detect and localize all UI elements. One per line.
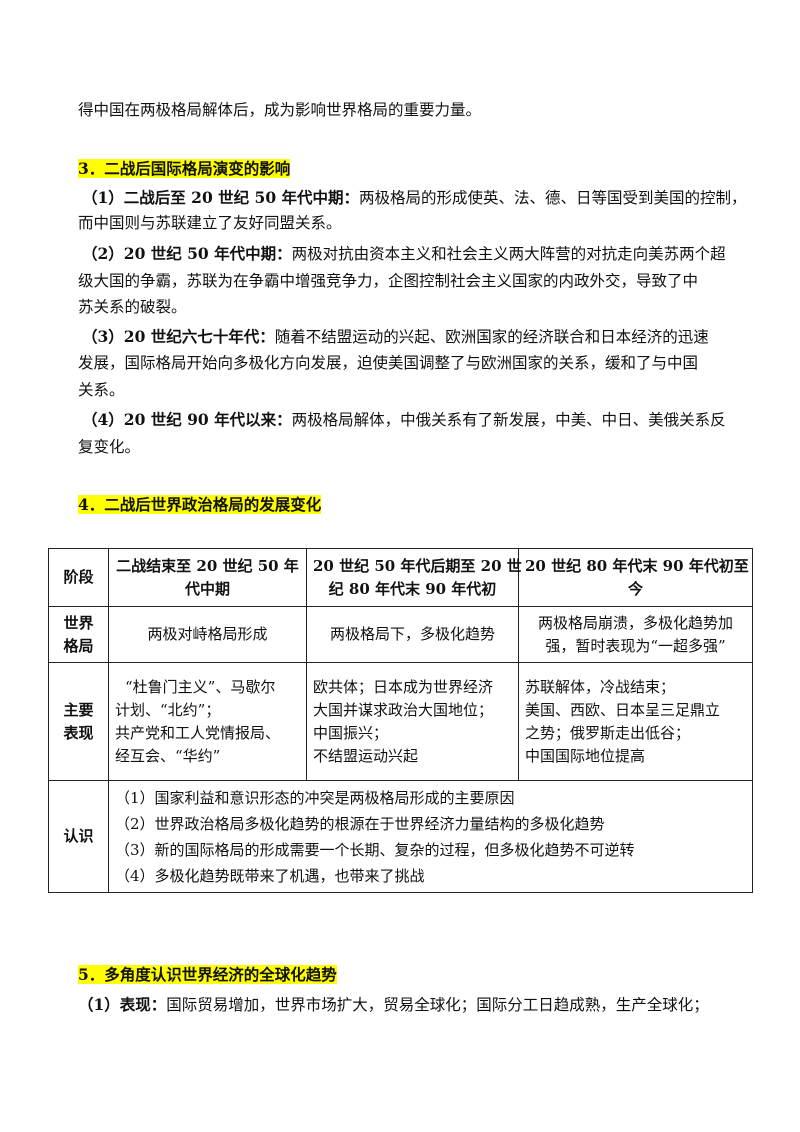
- cell-line: 强，暂时表现为“一超多强”: [545, 636, 726, 655]
- performance-period-2: 欧共体；日本成为世界经济 大国并谋求政治大国地位； 中国振兴； 不结盟运动兴起: [306, 662, 519, 781]
- cell-line: 计划、“北约”；: [115, 700, 221, 719]
- row-label-performance: 主要 表现: [48, 662, 109, 781]
- item-text: 两极对抗由资本主义和社会主义两大阵营的对抗走向美苏两个超: [291, 245, 726, 263]
- row-label-line: 世界: [63, 613, 94, 632]
- cell-line: 中国振兴；: [313, 723, 389, 742]
- header-line: 今: [627, 579, 643, 598]
- section-3-item-2-cont: 级大国的争霸，苏联为在争霸中增强竞争力，企图控制社会主义国家的内政外交，导致了中: [78, 272, 699, 290]
- cell-line: 共产党和工人党情报局、: [115, 723, 281, 742]
- political-pattern-table: 阶段 二战结束至 20 世纪 50 年 代中期 20 世纪 50 年代后期至 2…: [48, 548, 753, 893]
- item-text: 国际贸易增加，世界市场扩大，贸易全球化；国际分工日趋成熟，生产全球化；: [166, 996, 709, 1014]
- understanding-line: （3）新的国际格局的形成需要一个长期、复杂的过程，但多极化趋势不可逆转: [115, 840, 635, 859]
- cell-line: 之势；俄罗斯走出低谷；: [525, 723, 691, 742]
- section-4-heading: 4．二战后世界政治格局的发展变化: [78, 495, 322, 515]
- item-text: 两极格局解体，中俄关系有了新发展，中美、中日、美俄关系反: [291, 411, 726, 429]
- row-label-line: 格局: [63, 636, 94, 655]
- header-line: 代中期: [184, 579, 230, 598]
- header-stage: 阶段: [48, 548, 109, 607]
- pattern-period-3: 两极格局崩溃，多极化趋势加 强，暂时表现为“一超多强”: [518, 606, 753, 663]
- table-row-pattern: 世界 格局 两极对峙格局形成 两极格局下，多极化趋势 两极格局崩溃，多极化趋势加…: [48, 606, 753, 663]
- row-label-line: 主要: [63, 700, 94, 719]
- section-3-item-2: （2）20 世纪 50 年代中期：两极对抗由资本主义和社会主义两大阵营的对抗走向…: [82, 244, 726, 264]
- cell-line: 苏联解体，冷战结束；: [525, 677, 676, 696]
- cell-line: “杜鲁门主义”、马歇尔: [125, 677, 276, 696]
- understanding-line: （2）世界政治格局多极化趋势的根源在于世界经济力量结构的多极化趋势: [115, 814, 605, 833]
- item-text: 随着不结盟运动的兴起、欧洲国家的经济联合和日本经济的迅速: [274, 328, 709, 346]
- item-text: 两极格局的形成使英、法、德、日等国受到美国的控制，: [359, 189, 747, 207]
- section-3-heading-text: 3．二战后国际格局演变的影响: [78, 159, 291, 178]
- section-3-item-4-cont: 复变化。: [78, 438, 141, 456]
- section-5-item-1: （1）表现：国际贸易增加，世界市场扩大，贸易全球化；国际分工日趋成熟，生产全球化…: [78, 995, 709, 1015]
- section-3-item-2-cont: 苏关系的破裂。: [78, 298, 187, 316]
- row-label-understanding: 认识: [48, 780, 109, 893]
- header-period-3: 20 世纪 80 年代末 90 年代初至 今: [518, 548, 753, 607]
- section-3-item-3: （3）20 世纪六七十年代：随着不结盟运动的兴起、欧洲国家的经济联合和日本经济的…: [82, 327, 709, 347]
- performance-period-1: “杜鲁门主义”、马歇尔 计划、“北约”； 共产党和工人党情报局、 经互会、“华约…: [108, 662, 307, 781]
- section-3-item-1-cont: 而中国则与苏联建立了友好同盟关系。: [78, 214, 342, 232]
- understanding-line: （4）多极化趋势既带来了机遇，也带来了挑战: [115, 866, 425, 885]
- item-label: （1）二战后至 20 世纪 50 年代中期：: [82, 188, 360, 207]
- pattern-period-1: 两极对峙格局形成: [108, 606, 307, 663]
- section-3-heading: 3．二战后国际格局演变的影响: [78, 159, 291, 179]
- section-3-item-1: （1）二战后至 20 世纪 50 年代中期：两极格局的形成使英、法、德、日等国受…: [82, 188, 747, 208]
- cell-line: 美国、西欧、日本呈三足鼎立: [525, 700, 721, 719]
- understanding-line: （1）国家利益和意识形态的冲突是两极格局形成的主要原因: [115, 788, 515, 807]
- item-label: （3）20 世纪六七十年代：: [82, 327, 275, 346]
- section-3-item-3-cont: 关系。: [78, 381, 125, 399]
- cell-line: 两极格局崩溃，多极化趋势加: [537, 613, 733, 632]
- header-line: 纪 80 年代末 90 年代初: [328, 579, 497, 598]
- item-label: （1）表现：: [78, 995, 167, 1014]
- row-label-line: 表现: [63, 723, 94, 742]
- table-header-row: 阶段 二战结束至 20 世纪 50 年 代中期 20 世纪 50 年代后期至 2…: [48, 548, 753, 607]
- intro-line: 得中国在两极格局解体后，成为影响世界格局的重要力量。: [78, 101, 482, 119]
- header-line: 20 世纪 80 年代末 90 年代初至: [525, 556, 749, 575]
- cell-line: 经互会、“华约”: [115, 746, 221, 765]
- row-label-pattern: 世界 格局: [48, 606, 109, 663]
- pattern-period-2: 两极格局下，多极化趋势: [306, 606, 519, 663]
- section-3-item-3-cont: 发展，国际格局开始向多极化方向发展，迫使美国调整了与欧洲国家的关系，缓和了与中国: [78, 354, 699, 372]
- cell-line: 欧共体；日本成为世界经济: [313, 677, 494, 696]
- cell-line: 中国国际地位提高: [525, 746, 646, 765]
- performance-period-3: 苏联解体，冷战结束； 美国、西欧、日本呈三足鼎立 之势；俄罗斯走出低谷； 中国国…: [518, 662, 753, 781]
- section-3-item-4: （4）20 世纪 90 年代以来：两极格局解体，中俄关系有了新发展，中美、中日、…: [82, 410, 726, 430]
- table-row-performance: 主要 表现 “杜鲁门主义”、马歇尔 计划、“北约”； 共产党和工人党情报局、 经…: [48, 662, 753, 781]
- header-line: 二战结束至 20 世纪 50 年: [116, 556, 299, 575]
- header-period-2: 20 世纪 50 年代后期至 20 世 纪 80 年代末 90 年代初: [306, 548, 522, 607]
- item-label: （2）20 世纪 50 年代中期：: [82, 244, 292, 263]
- understanding-content: （1）国家利益和意识形态的冲突是两极格局形成的主要原因 （2）世界政治格局多极化…: [108, 780, 753, 893]
- cell-line: 不结盟运动兴起: [313, 746, 419, 765]
- item-label: （4）20 世纪 90 年代以来：: [82, 410, 292, 429]
- section-5-heading: 5．多角度认识世界经济的全球化趋势: [78, 965, 337, 985]
- header-period-1: 二战结束至 20 世纪 50 年 代中期: [108, 548, 307, 607]
- cell-line: 大国并谋求政治大国地位；: [313, 700, 494, 719]
- table-row-understanding: 认识 （1）国家利益和意识形态的冲突是两极格局形成的主要原因 （2）世界政治格局…: [48, 780, 753, 893]
- section-4-heading-text: 4．二战后世界政治格局的发展变化: [78, 495, 322, 514]
- section-5-heading-text: 5．多角度认识世界经济的全球化趋势: [78, 965, 337, 984]
- header-line: 20 世纪 50 年代后期至 20 世: [313, 556, 522, 575]
